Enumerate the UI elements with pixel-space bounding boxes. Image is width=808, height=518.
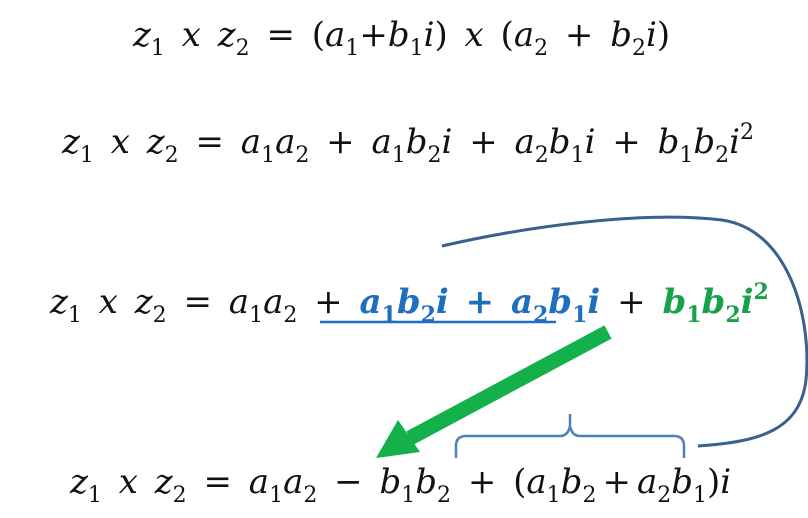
- var-z: z: [134, 282, 153, 322]
- var-a: a: [513, 15, 535, 55]
- equals-sign: =: [203, 462, 232, 502]
- green-arrow-shaft: [406, 325, 612, 445]
- equation-product-definition: z1 x z2 = (a1+b1i) x (a2 + b2i): [133, 15, 671, 60]
- subscript: 1: [150, 36, 165, 61]
- subscript: 2: [235, 36, 250, 61]
- paren-close: ): [434, 15, 448, 55]
- var-i: i: [423, 15, 435, 55]
- term-a1a2: a1a2: [248, 462, 318, 508]
- times-symbol: x: [118, 462, 138, 502]
- times-symbol: x: [464, 15, 484, 55]
- var-b: b: [387, 15, 410, 55]
- term-a1a2: a1a2: [228, 282, 298, 328]
- plus-sign: +: [314, 282, 343, 322]
- subscript: 2: [172, 483, 187, 508]
- plus-sign: +: [359, 15, 388, 55]
- subscript: 1: [345, 36, 360, 61]
- var-z: z: [146, 122, 165, 162]
- plus-sign: +: [326, 122, 355, 162]
- green-arrow-head: [376, 420, 420, 458]
- equals-sign: =: [183, 282, 212, 322]
- var-a: a: [325, 15, 346, 55]
- equation-expanded: z1 x z2 = a1a2 + a1b2i + a2b1i + b1b2i2: [62, 120, 754, 168]
- plus-sign: +: [469, 122, 498, 162]
- var-z: z: [133, 15, 151, 55]
- subscript: 2: [164, 143, 179, 168]
- paren-open: (: [311, 15, 326, 55]
- var-b: b: [610, 15, 632, 55]
- equals-sign: =: [266, 15, 295, 55]
- minus-sign: −: [334, 462, 363, 502]
- term-b1b2: b1b2: [379, 462, 451, 508]
- equation-result: z1 x z2 = a1a2 − b1b2 + (a1b2+a2b1)i: [70, 462, 732, 508]
- subscript: 1: [79, 143, 94, 168]
- subscript: 1: [87, 483, 102, 508]
- times-symbol: x: [98, 282, 118, 322]
- subscript: 2: [631, 36, 646, 61]
- times-symbol: x: [181, 15, 201, 55]
- term-imaginary-group: (a1b2+a2b1)i: [513, 462, 732, 508]
- curved-connector: [441, 215, 808, 448]
- times-symbol: x: [110, 122, 130, 162]
- var-z: z: [154, 462, 173, 502]
- subscript: 2: [152, 303, 167, 328]
- plus-sign: +: [617, 282, 646, 322]
- var-i: i: [645, 15, 657, 55]
- term-a2b1i-highlight: a2b1i: [510, 282, 601, 328]
- plus-sign-highlight: +: [465, 282, 495, 322]
- equals-sign: =: [195, 122, 224, 162]
- subscript: 1: [67, 303, 82, 328]
- paren-close: ): [656, 15, 671, 55]
- term-a2b1i: a2b1i: [514, 122, 596, 168]
- var-z: z: [217, 15, 236, 55]
- subscript: 2: [534, 36, 549, 61]
- term-a1a2: a1a2: [240, 122, 310, 168]
- paren-open: (: [500, 15, 514, 55]
- curly-brace: [454, 414, 686, 458]
- plus-sign: +: [564, 15, 594, 55]
- var-z: z: [50, 282, 68, 322]
- term-a1b2i-highlight: a1b2i: [359, 282, 449, 328]
- var-z: z: [62, 122, 80, 162]
- term-a1b2i: a1b2i: [371, 122, 453, 168]
- var-z: z: [70, 462, 88, 502]
- subscript: 1: [409, 36, 424, 61]
- equation-highlighted: z1 x z2 = a1a2 + a1b2i + a2b1i + b1b2i2: [50, 279, 769, 328]
- plus-sign: +: [612, 122, 641, 162]
- plus-sign: +: [467, 462, 497, 502]
- term-b1b2i2: b1b2i2: [657, 120, 754, 168]
- term-b1b2i2-highlight: b1b2i2: [662, 279, 769, 328]
